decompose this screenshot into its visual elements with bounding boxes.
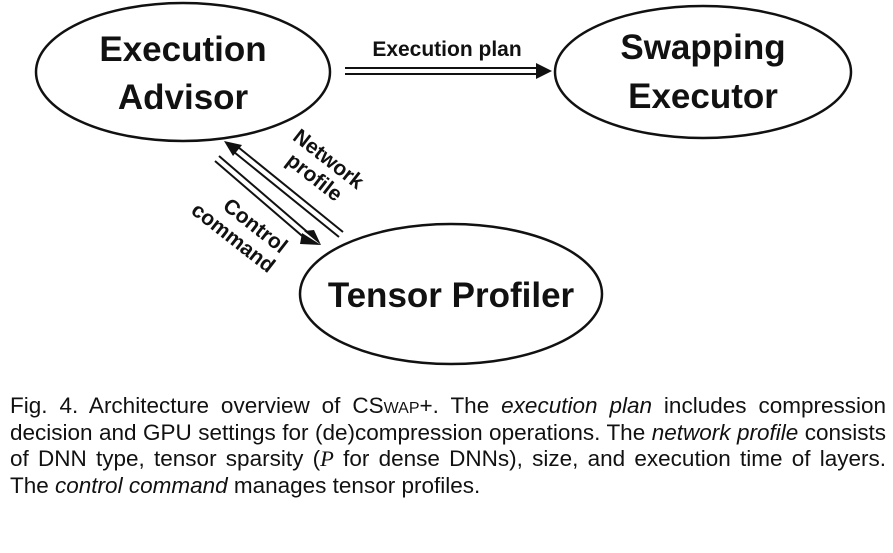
execution-plan-arrowhead — [536, 63, 552, 79]
node-tensor-profiler: Tensor Profiler — [298, 222, 604, 366]
swapping-executor-ellipse — [553, 4, 853, 140]
execution-advisor-label-line2: Advisor — [118, 78, 249, 117]
caption-system-prefix: C — [352, 393, 369, 418]
network-profile-arrowhead — [224, 141, 242, 156]
caption-term-control-command: control command — [55, 472, 228, 498]
caption-part2: includes compression decision and GPU se… — [10, 393, 886, 445]
execution-plan-label: Execution plan — [372, 38, 521, 61]
control-command-arrow-line-a — [218, 155, 313, 237]
tensor-profiler-ellipse — [298, 222, 604, 366]
execution-advisor-ellipse — [34, 1, 332, 143]
node-execution-advisor: Execution Advisor — [34, 1, 332, 143]
caption-part3: consists of DNN type, tensor sparsity ( — [10, 419, 886, 472]
swapping-executor-label-line1: Swapping — [620, 28, 785, 67]
caption-term-network-profile: network profile — [651, 419, 799, 445]
control-command-arrowhead — [300, 230, 321, 245]
caption-part1: . The — [432, 393, 502, 418]
edge-execution-plan: Execution plan — [345, 38, 552, 79]
caption-variable-p: P — [320, 446, 334, 471]
execution-advisor-label-line1: Execution — [99, 30, 266, 69]
control-command-arrow-line-b — [214, 160, 309, 242]
caption-system-small-caps: Swap+ — [368, 393, 433, 418]
network-profile-arrow-line-b — [233, 151, 340, 238]
caption-part5: manages tensor profiles. — [227, 472, 481, 498]
figure-caption: Fig. 4. Architecture overview of CSwap+.… — [10, 393, 886, 499]
swapping-executor-label-line2: Executor — [628, 77, 778, 116]
network-profile-arrow-line-a — [237, 146, 344, 233]
architecture-diagram: Execution Advisor Swapping Executor Tens… — [34, 1, 853, 366]
caption-term-execution-plan: execution plan — [501, 393, 652, 418]
caption-part4: for dense DNNs), size, and execution tim… — [10, 446, 887, 498]
caption-prefix: Fig. 4. Architecture overview of — [10, 393, 353, 418]
node-swapping-executor: Swapping Executor — [553, 4, 853, 140]
tensor-profiler-label: Tensor Profiler — [328, 276, 575, 315]
